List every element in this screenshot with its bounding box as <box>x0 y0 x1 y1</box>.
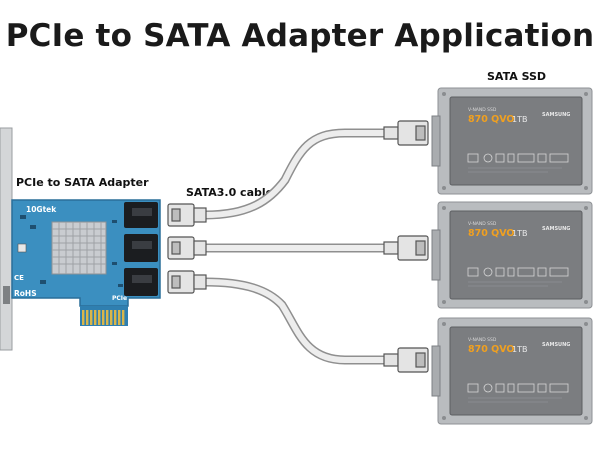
plug-left-2 <box>167 236 207 260</box>
pcie-adapter-card: 10Gtek RoHS CE PCIe <box>0 127 161 351</box>
adapter-label: PCIe to SATA Adapter <box>16 176 149 189</box>
ce-text: CE <box>14 274 24 282</box>
card-sata-ports <box>124 202 158 296</box>
ssd-brand-text: SAMSUNG <box>542 112 570 118</box>
ssd-2: V-NAND SSD 870 QVO 1TB SAMSUNG <box>431 201 593 309</box>
card-brand-text: 10Gtek <box>26 205 57 214</box>
ssd-capacity-text: 1TB <box>512 115 527 124</box>
plug-left-1 <box>167 203 207 227</box>
cable-plugs-card-side <box>167 203 207 294</box>
page-title: PCIe to SATA Adapter Application <box>5 18 595 54</box>
gold-fingers <box>82 310 125 325</box>
cert-marks <box>467 267 569 277</box>
heatsink <box>51 221 107 275</box>
plug-right-1 <box>383 120 429 146</box>
ssd-model-text: 870 QVO <box>468 344 514 355</box>
cable-plugs-ssd-side <box>383 120 429 373</box>
cert-marks <box>467 383 569 393</box>
ssd-series-text: V-NAND SSD <box>468 337 497 343</box>
rohs-text: RoHS <box>14 289 37 298</box>
ssd-1: V-NAND SSD 870 QVO 1TB SAMSUNG <box>431 87 593 195</box>
plug-right-2 <box>383 235 429 261</box>
ssd-capacity-text: 1TB <box>512 345 527 354</box>
cert-marks <box>467 153 569 163</box>
ssd-label: SATA SSD <box>487 70 547 83</box>
cable-3 <box>200 277 401 365</box>
sata-cables <box>200 128 401 365</box>
plug-left-3 <box>167 270 207 294</box>
ssd-3: V-NAND SSD 870 QVO 1TB SAMSUNG <box>431 317 593 425</box>
ssd-capacity-text: 1TB <box>512 229 527 238</box>
ssd-brand-text: SAMSUNG <box>542 226 570 232</box>
ssd-model-text: 870 QVO <box>468 228 514 239</box>
card-bracket <box>0 127 13 351</box>
plug-right-3 <box>383 347 429 373</box>
cable-label: SATA3.0 cable <box>186 186 274 199</box>
ssd-brand-text: SAMSUNG <box>542 342 570 348</box>
ssd-model-text: 870 QVO <box>468 114 514 125</box>
ssd-series-text: V-NAND SSD <box>468 107 497 113</box>
pci-mark-text: PCIe <box>112 295 127 302</box>
ssd-series-text: V-NAND SSD <box>468 221 497 227</box>
cable-1 <box>200 128 401 220</box>
